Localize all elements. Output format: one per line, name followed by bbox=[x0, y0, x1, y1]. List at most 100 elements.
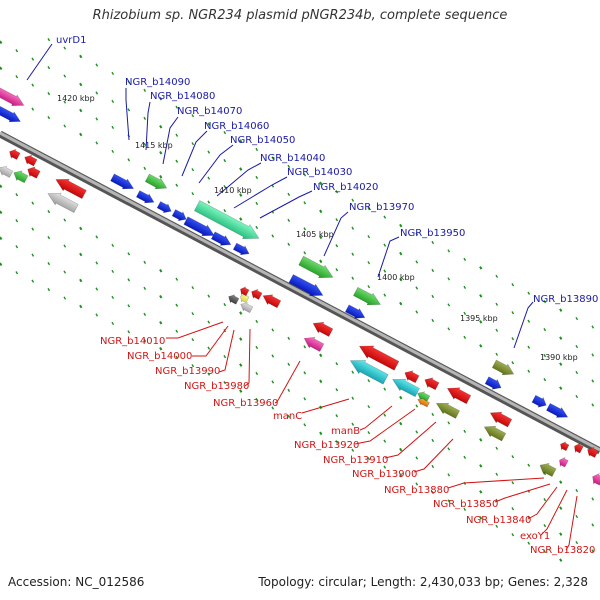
gene-label-manB[interactable]: manB bbox=[331, 426, 360, 437]
gene-arrow[interactable] bbox=[344, 303, 368, 322]
gene-arrow[interactable] bbox=[356, 340, 400, 372]
gene-arrow[interactable] bbox=[481, 422, 507, 443]
gene-arrow[interactable] bbox=[260, 291, 282, 309]
tick-mark bbox=[335, 244, 339, 248]
gene-arrow[interactable] bbox=[0, 83, 27, 110]
gene-label-NGR_b14060[interactable]: NGR_b14060 bbox=[204, 121, 269, 132]
tick-mark bbox=[351, 370, 355, 374]
tick-mark bbox=[431, 490, 435, 495]
tick-mark bbox=[223, 184, 227, 189]
gene-label-NGR_b13970[interactable]: NGR_b13970 bbox=[349, 202, 414, 213]
gene-arrow[interactable] bbox=[422, 375, 440, 391]
gene-arrow[interactable] bbox=[444, 383, 472, 406]
gene-arrow[interactable] bbox=[25, 164, 41, 179]
gene-label-NGR_b13990[interactable]: NGR_b13990 bbox=[155, 366, 220, 377]
gene-arrow[interactable] bbox=[110, 173, 136, 194]
gene-arrow[interactable] bbox=[487, 408, 513, 429]
gene-arrow[interactable] bbox=[22, 153, 38, 167]
gene-label-manC[interactable]: manC bbox=[273, 411, 302, 422]
scale-label-1400: 1400 kbp bbox=[377, 273, 415, 282]
gene-arrow[interactable] bbox=[183, 215, 217, 241]
tick-mark bbox=[335, 362, 339, 366]
gene-arrow[interactable] bbox=[585, 445, 599, 459]
gene-label-NGR_b13820[interactable]: NGR_b13820 bbox=[530, 545, 595, 556]
tick-mark bbox=[143, 166, 147, 170]
gene-arrow[interactable] bbox=[298, 254, 336, 283]
tick-mark bbox=[335, 388, 339, 392]
gene-label-NGR_b14040[interactable]: NGR_b14040 bbox=[260, 153, 325, 164]
gene-arrow[interactable] bbox=[238, 285, 250, 297]
gene-label-NGR_b13920[interactable]: NGR_b13920 bbox=[294, 440, 359, 451]
tick-mark bbox=[111, 71, 115, 76]
tick-mark bbox=[191, 338, 195, 342]
tick-mark bbox=[447, 327, 451, 331]
scale-label-1405: 1405 kbp bbox=[296, 230, 334, 239]
gene-label-NGR_b14080[interactable]: NGR_b14080 bbox=[150, 91, 215, 102]
tick-mark bbox=[63, 46, 67, 50]
gene-arrow[interactable] bbox=[239, 300, 254, 314]
gene-arrow[interactable] bbox=[558, 440, 570, 452]
gene-label-NGR_b14050[interactable]: NGR_b14050 bbox=[230, 135, 295, 146]
tick-mark bbox=[543, 472, 547, 476]
gene-arrow[interactable] bbox=[353, 286, 384, 311]
gene-arrow[interactable] bbox=[171, 208, 188, 223]
gene-arrow[interactable] bbox=[11, 168, 29, 184]
gene-label-NGR_b13880[interactable]: NGR_b13880 bbox=[384, 485, 449, 496]
gene-arrow[interactable] bbox=[491, 359, 516, 380]
gene-label-NGR_b14020[interactable]: NGR_b14020 bbox=[313, 182, 378, 193]
gene-label-NGR_b13960[interactable]: NGR_b13960 bbox=[213, 398, 278, 409]
gene-label-NGR_b13910[interactable]: NGR_b13910 bbox=[323, 455, 388, 466]
gene-label-NGR_b13850[interactable]: NGR_b13850 bbox=[433, 499, 498, 510]
gene-arrow[interactable] bbox=[347, 354, 389, 386]
gene-arrow[interactable] bbox=[546, 402, 571, 422]
tick-mark bbox=[143, 116, 147, 120]
gene-arrow[interactable] bbox=[210, 230, 234, 249]
gene-label-NGR_b14000[interactable]: NGR_b14000 bbox=[127, 351, 192, 362]
gene-arrow[interactable] bbox=[232, 242, 252, 258]
gene-arrow[interactable] bbox=[531, 394, 549, 410]
gene-arrow[interactable] bbox=[537, 460, 557, 478]
gene-arrow[interactable] bbox=[572, 442, 584, 455]
gene-label-NGR_b13840[interactable]: NGR_b13840 bbox=[466, 515, 531, 526]
gene-label-NGR_b14070[interactable]: NGR_b14070 bbox=[177, 106, 242, 117]
gene-arrow[interactable] bbox=[484, 375, 503, 392]
tick-mark bbox=[351, 226, 355, 230]
gene-arrow[interactable] bbox=[135, 189, 157, 206]
tick-mark bbox=[127, 252, 131, 256]
gene-label-NGR_b13900[interactable]: NGR_b13900 bbox=[352, 469, 417, 480]
gene-arrow[interactable] bbox=[590, 471, 600, 486]
gene-arrow[interactable] bbox=[301, 333, 325, 353]
gene-arrow[interactable] bbox=[45, 188, 79, 214]
gene-arrow[interactable] bbox=[0, 163, 14, 178]
gene-arrow[interactable] bbox=[226, 293, 240, 306]
gene-label-NGR_b13890[interactable]: NGR_b13890 bbox=[533, 294, 598, 305]
gene-arrow[interactable] bbox=[193, 199, 262, 246]
gene-arrow[interactable] bbox=[0, 104, 23, 127]
gene-arrow[interactable] bbox=[310, 318, 334, 338]
tick-mark bbox=[79, 108, 83, 113]
gene-label-uvrD1[interactable]: uvrD1 bbox=[56, 35, 86, 46]
gene-arrow[interactable] bbox=[434, 398, 461, 420]
tick-mark bbox=[575, 344, 579, 349]
gene-label-NGR_b14030[interactable]: NGR_b14030 bbox=[287, 167, 352, 178]
gene-arrow[interactable] bbox=[402, 368, 420, 384]
gene-arrow[interactable] bbox=[390, 374, 421, 399]
gene-label-exoY1[interactable]: exoY1 bbox=[520, 531, 550, 542]
gene-arrow[interactable] bbox=[557, 456, 569, 469]
gene-arrow[interactable] bbox=[53, 174, 87, 200]
gene-arrow[interactable] bbox=[7, 147, 21, 161]
gene-arrow[interactable] bbox=[249, 287, 263, 301]
gene-arrow[interactable] bbox=[288, 273, 326, 301]
gene-label-NGR_b13980[interactable]: NGR_b13980 bbox=[184, 381, 249, 392]
tick-mark bbox=[463, 311, 467, 316]
tick-mark bbox=[175, 329, 179, 333]
gene-label-NGR_b13950[interactable]: NGR_b13950 bbox=[400, 228, 465, 239]
gene-arrow[interactable] bbox=[416, 396, 430, 408]
gene-label-NGR_b14010[interactable]: NGR_b14010 bbox=[100, 336, 165, 347]
gene-label-NGR_b14090[interactable]: NGR_b14090 bbox=[125, 77, 190, 88]
gene-arrow[interactable] bbox=[144, 173, 169, 194]
gene-arrow[interactable] bbox=[156, 200, 173, 215]
tick-mark bbox=[319, 209, 323, 214]
tick-mark bbox=[239, 337, 243, 341]
tick-mark bbox=[239, 139, 243, 143]
